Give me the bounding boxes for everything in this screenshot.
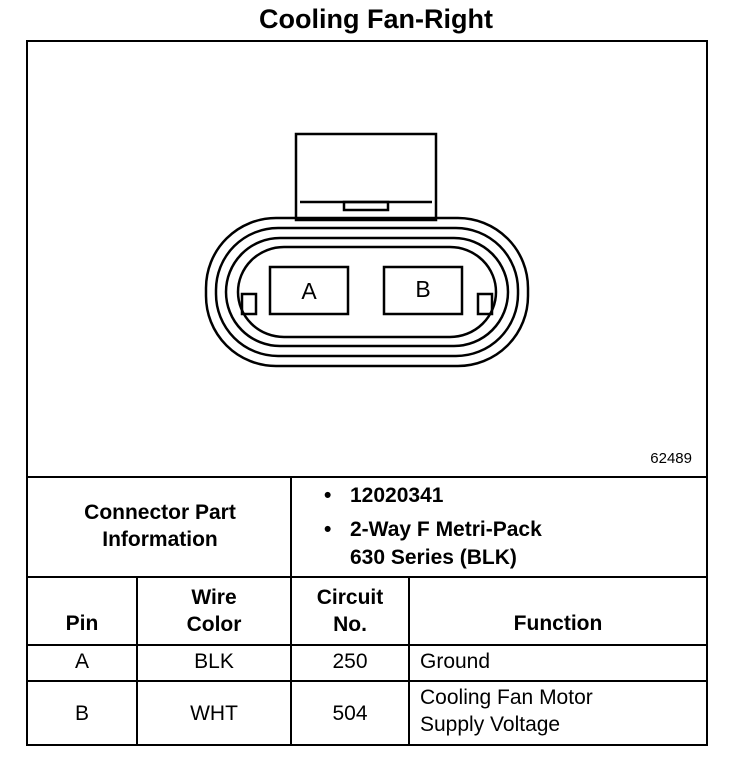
divider-table-top (28, 576, 706, 578)
part-number: 12020341 (350, 484, 444, 507)
row-b-function-line1: Cooling Fan Motor (420, 686, 593, 709)
connector-info-label-line1: Connector Part (84, 501, 236, 524)
connector-inner-shell (224, 236, 510, 348)
pin-b-cavity (382, 265, 464, 316)
header-function: Function (513, 612, 603, 635)
bullet-1: • (324, 484, 332, 507)
header-wire-color-line1: Wire (191, 586, 237, 609)
header-wire-color-line2: Color (186, 613, 242, 636)
divider-header-bottom (28, 644, 706, 646)
header-wire-color: Wire Color (138, 584, 290, 638)
pin-a-label: A (301, 278, 317, 304)
description-line1: 2-Way F Metri-Pack (350, 518, 542, 541)
header-pin: Pin (65, 612, 99, 635)
left-key (240, 292, 258, 316)
divider-col-color (290, 576, 292, 746)
row-b-function-line2: Supply Voltage (420, 713, 561, 736)
connector-middle-shell (214, 226, 520, 358)
description-line2: 630 Series (BLK) (350, 546, 517, 569)
connector-info-label: Connector Part Information (28, 476, 292, 576)
connector-frame: A B 62489 Connector Part Information • 1… (26, 40, 708, 746)
bullet-2: • (324, 518, 332, 541)
connector-illustration: A B (204, 132, 530, 368)
divider-col-pin (136, 576, 138, 746)
row-b-function: Cooling Fan Motor Supply Voltage (420, 684, 700, 738)
header-circuit-line1: Circuit (316, 586, 384, 609)
row-b-wire-color: WHT (190, 702, 238, 725)
connector-info-details: • 12020341 • 2-Way F Metri-Pack 630 Seri… (324, 482, 704, 572)
connector-info-label-line2: Information (102, 528, 218, 551)
latch-tab (342, 200, 390, 212)
header-circuit-line2: No. (333, 613, 367, 636)
connector-cavity (236, 245, 498, 339)
row-b-pin: B (74, 702, 89, 725)
divider-row-a-bottom (28, 680, 706, 682)
divider-info-top (28, 476, 706, 478)
right-key (476, 292, 494, 316)
row-a-function: Ground (420, 650, 491, 673)
divider-info-vertical (290, 476, 292, 576)
row-a-wire-color: BLK (194, 650, 234, 673)
pin-a-cavity (268, 265, 350, 316)
diagram-title: Cooling Fan-Right (259, 4, 493, 34)
row-a-pin: A (74, 650, 89, 673)
row-a-circuit: 250 (332, 650, 368, 673)
pin-b-label: B (415, 276, 430, 302)
connector-outer-shell (204, 216, 530, 368)
row-b-circuit: 504 (332, 702, 368, 725)
part-number-row: • 12020341 (324, 482, 704, 510)
connector-drawing-area: A B 62489 (28, 42, 706, 476)
figure-number: 62489 (650, 450, 692, 467)
latch-housing (294, 132, 438, 222)
divider-col-circuit (408, 576, 410, 746)
description-row: • 2-Way F Metri-Pack 630 Series (BLK) (324, 516, 704, 572)
header-circuit: Circuit No. (292, 584, 408, 638)
